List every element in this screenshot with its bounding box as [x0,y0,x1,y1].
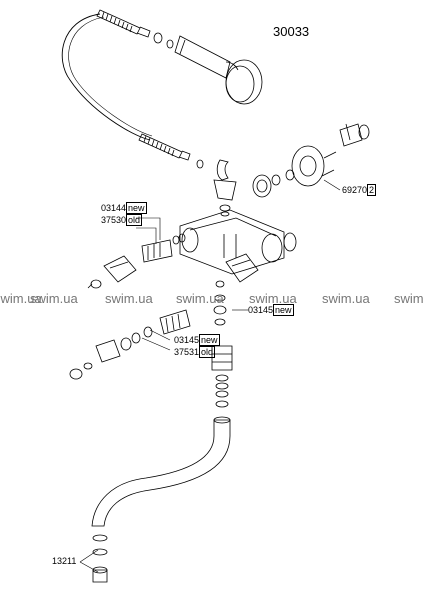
shower-holder [213,159,237,217]
handle-right [225,253,259,283]
watermark-text: swim.ua [394,291,424,306]
hose-connector-bottom [138,133,204,169]
aerator-parts [92,534,108,583]
watermark-text: swim.ua [105,291,153,306]
hand-shower [174,35,263,105]
watermark-text: swim.ua [176,291,224,306]
leader-lines [79,179,341,573]
hose-connector-top [96,9,174,49]
wall-bracket [291,145,337,187]
fitting-top-right [339,123,370,147]
handle-left-bottom [69,339,121,380]
part-label-aerator: 13211 [52,556,77,566]
watermark-text: swim.ua [249,291,297,306]
watermark-text: swim.ua [0,291,42,306]
swivel-spout [91,416,231,527]
center-fittings [213,280,227,326]
watermark-row: swim.ua swim.ua swim.ua swim.ua swim.ua … [0,291,424,307]
shower-hose [61,13,151,141]
model-number: 30033 [273,24,310,39]
handle-left-top [87,255,137,289]
swivel-nut [252,169,295,198]
valve-cartridge-left-bottom [120,309,191,351]
watermark-text: swim.ua [30,291,78,306]
spout-adapter [211,345,233,408]
valve-cartridge-left-top [141,233,186,263]
mixer-body [179,209,297,275]
watermark-text: swim.ua [322,291,370,306]
